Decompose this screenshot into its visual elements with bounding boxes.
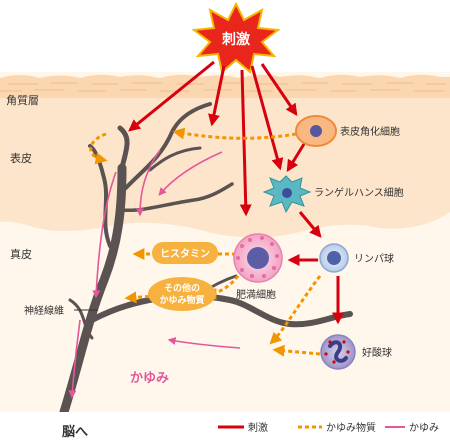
mast-cell-label: 肥満細胞 [236,288,276,301]
stimulus-arrows [128,60,344,325]
legend-stimulus-label: 刺激 [248,421,268,434]
stimulus-label: 刺激 [222,31,250,48]
keratinocyte-cell [295,115,337,147]
layer-label-epidermis: 表皮 [10,151,32,165]
lymphocyte-cell [319,243,349,273]
itch-label: かゆみ [130,371,169,386]
eosinophil-label: 好酸球 [362,346,392,359]
mast-cell [233,233,283,283]
keratinocyte-label: 表皮角化細胞 [340,125,400,138]
other-substances-line2: かゆみ物質 [159,294,204,306]
legend-itch-label: かゆみ [409,422,439,434]
histamine-badge [152,242,218,264]
langerhans-cell [262,175,312,214]
other-substances-line1: その他の [164,282,200,294]
legend-itch-substance-label: かゆみ物質 [326,421,376,434]
lymphocyte-label: リンパ球 [354,252,394,265]
layer-label-stratum-corneum: 角質層 [6,93,39,107]
to-brain-label: 脳へ [62,425,88,440]
skin-layers [0,72,450,412]
langerhans-label: ランゲルハンス細胞 [314,186,404,199]
itch-arrows [68,149,241,399]
histamine-label: ヒスタミン [160,248,210,260]
nerve-fiber-label: 神経線維 [24,304,64,317]
layer-label-dermis: 真皮 [10,247,32,261]
eosinophil-cell [320,334,356,370]
other-itch-substances-badge [148,277,216,311]
stimulus-burst [191,1,281,74]
